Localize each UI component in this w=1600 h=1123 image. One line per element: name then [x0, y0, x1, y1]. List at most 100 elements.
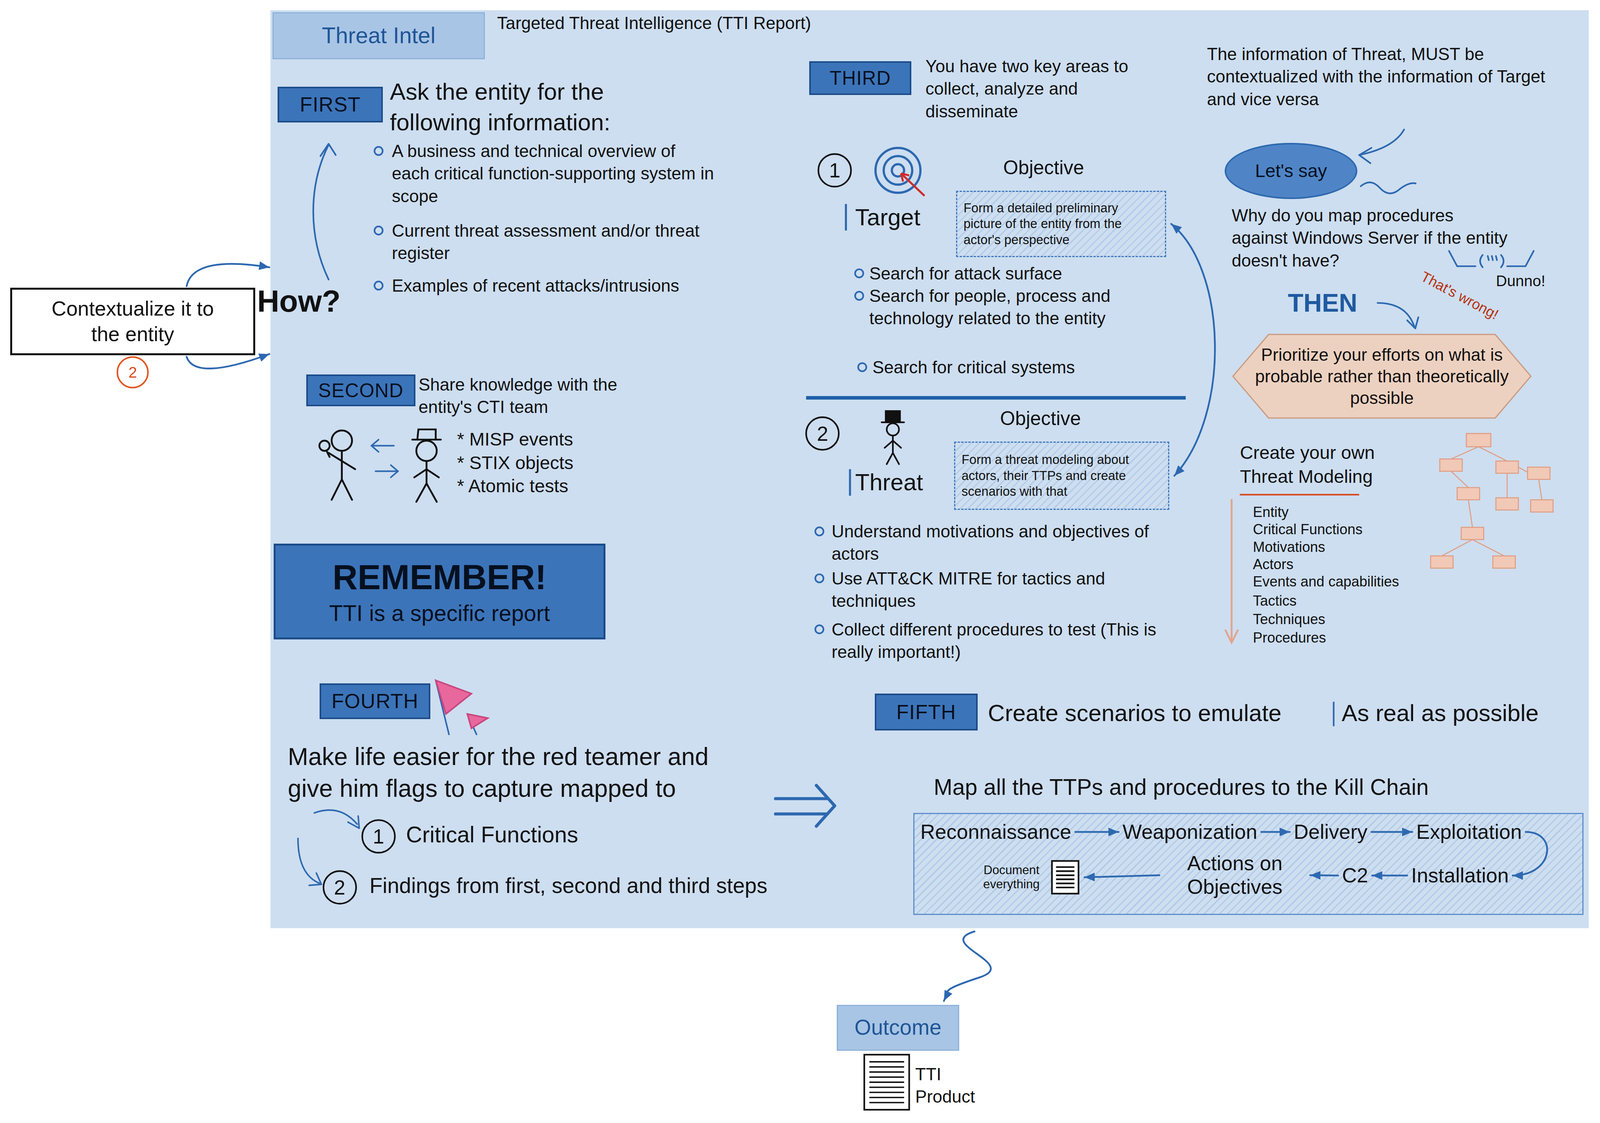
bullet: [374, 226, 383, 235]
step-tag: THIRD: [809, 61, 912, 96]
list-item: Events and capabilities: [1252, 572, 1437, 591]
shrug-figure: [1487, 256, 1497, 260]
bullet-text: Search for attack surface: [869, 262, 1176, 285]
emphasis-label: THEN: [1287, 286, 1380, 320]
shrug-figure: [1501, 255, 1504, 268]
hexagon-box: Prioritize your efforts on what is proba…: [1232, 334, 1531, 419]
list-item: * STIX objects: [457, 451, 641, 476]
callout-circle: [362, 820, 395, 853]
exchange-arrow: [371, 439, 394, 452]
document-icon: [1049, 859, 1081, 896]
node-text: SECOND: [318, 378, 404, 403]
stick-figure: [414, 461, 439, 503]
node-text: Targeted Threat Intelligence (TTI Report…: [497, 12, 946, 34]
arrowhead: [1174, 465, 1185, 476]
outcome-box: Outcome: [836, 1005, 960, 1052]
bullet: [815, 625, 824, 634]
double-arrow: [775, 785, 835, 827]
node-text: Form a threat modeling about actors, the…: [961, 451, 1162, 500]
tree-illustration: [1430, 555, 1454, 569]
connector: [186, 261, 270, 287]
callout-circle: [117, 356, 149, 388]
connector: [186, 353, 270, 369]
panel-ground: [270, 10, 1590, 929]
exchange-arrow: [375, 465, 398, 478]
document-icon: [869, 1062, 904, 1103]
connector-line: [943, 931, 992, 1002]
underline: [1239, 493, 1360, 496]
tree-illustration: [1492, 555, 1516, 569]
process-box: Contextualize it to the entity: [10, 287, 256, 356]
connector-line: [1171, 224, 1215, 477]
curved-arrow: [1359, 148, 1372, 164]
list-item: Critical Functions: [1252, 520, 1437, 539]
objective-heading: Objective: [1000, 405, 1113, 432]
kill-chain-box: Map all the TTPs and procedures to the K…: [913, 772, 1584, 916]
stick-figure: [884, 435, 902, 465]
tree-illustration: [1527, 467, 1550, 480]
tree-illustration: [1466, 433, 1491, 447]
curved-arrow: [309, 873, 322, 886]
arrowhead: [1171, 224, 1182, 235]
stick-figure: [319, 440, 330, 452]
node-text: Exploitation: [1416, 819, 1522, 845]
note-box: REMEMBER!TTI is a specific report: [273, 543, 606, 640]
shrug-figure: [1448, 250, 1476, 267]
node-text: Reconnaissance: [920, 819, 1072, 845]
kill-chain-step: Document everything: [977, 859, 1081, 896]
node-text: Contextualize it to the entity: [36, 296, 229, 348]
curved-arrow: [314, 810, 357, 825]
kill-chain-step: Exploitation: [1416, 819, 1522, 845]
shrug-figure: [1448, 250, 1534, 268]
list-item: Procedures: [1252, 628, 1437, 648]
node-text: FOURTH: [331, 688, 419, 715]
down-arrow: [1225, 630, 1238, 643]
shrug-figure: [1507, 250, 1535, 267]
step-text: Create scenarios to emulate: [987, 698, 1325, 729]
note-text: Dunno!: [1495, 271, 1558, 292]
callout-circle: [806, 417, 839, 450]
step-tag: FIFTH: [874, 693, 978, 731]
accent-bar: [848, 469, 851, 496]
list-item: Findings from first, second and third st…: [369, 872, 880, 901]
squiggle: [1360, 182, 1417, 194]
accent-bar: [844, 204, 847, 231]
bracket: [1333, 702, 1335, 727]
stick-figure: [326, 451, 330, 458]
stick-figure: [319, 430, 355, 501]
list-item: Entity: [1252, 502, 1437, 522]
step-text: You have two key areas to collect, analy…: [925, 54, 1166, 123]
node-text: Form a detailed preliminary picture of t…: [963, 200, 1159, 249]
list-heading: Create your own Threat Modeling: [1239, 440, 1414, 489]
down-arrow: [1225, 499, 1238, 643]
callout-circle: [323, 871, 357, 904]
connector-line: [186, 263, 270, 287]
curved-arrow: [1407, 317, 1419, 329]
step-text: Share knowledge with the entity's CTI te…: [418, 373, 659, 419]
tree-illustration: [1461, 527, 1484, 540]
tree-illustration: [1495, 461, 1519, 474]
objective-box: Form a threat modeling about actors, the…: [954, 441, 1170, 511]
tree-illustration: [1457, 487, 1480, 500]
callout-cloud: Let's say: [1224, 142, 1358, 200]
accent-bar: [845, 204, 850, 496]
down-arrow: [1230, 499, 1233, 641]
document-icon: [864, 1055, 909, 1110]
list-item: * Atomic tests: [457, 474, 641, 499]
curved-arrow: [313, 143, 336, 280]
curved-arrow: [313, 144, 329, 280]
callout-number: 2: [117, 357, 149, 388]
step-tag: FIRST: [277, 86, 383, 123]
bullet-text: Use ATT&CK MITRE for tactics and techniq…: [831, 567, 1189, 613]
divider-line: [806, 396, 1186, 400]
area-title: Threat: [855, 467, 953, 498]
bullet-text: Collect different procedures to test (Th…: [831, 618, 1189, 664]
flag-icon: [435, 680, 489, 735]
bullet: [855, 269, 864, 278]
stick-figure: [412, 429, 441, 502]
connector: [943, 931, 992, 1002]
target-icon: [875, 148, 925, 196]
bullet-text: Current threat assessment and/or threat …: [391, 219, 729, 265]
